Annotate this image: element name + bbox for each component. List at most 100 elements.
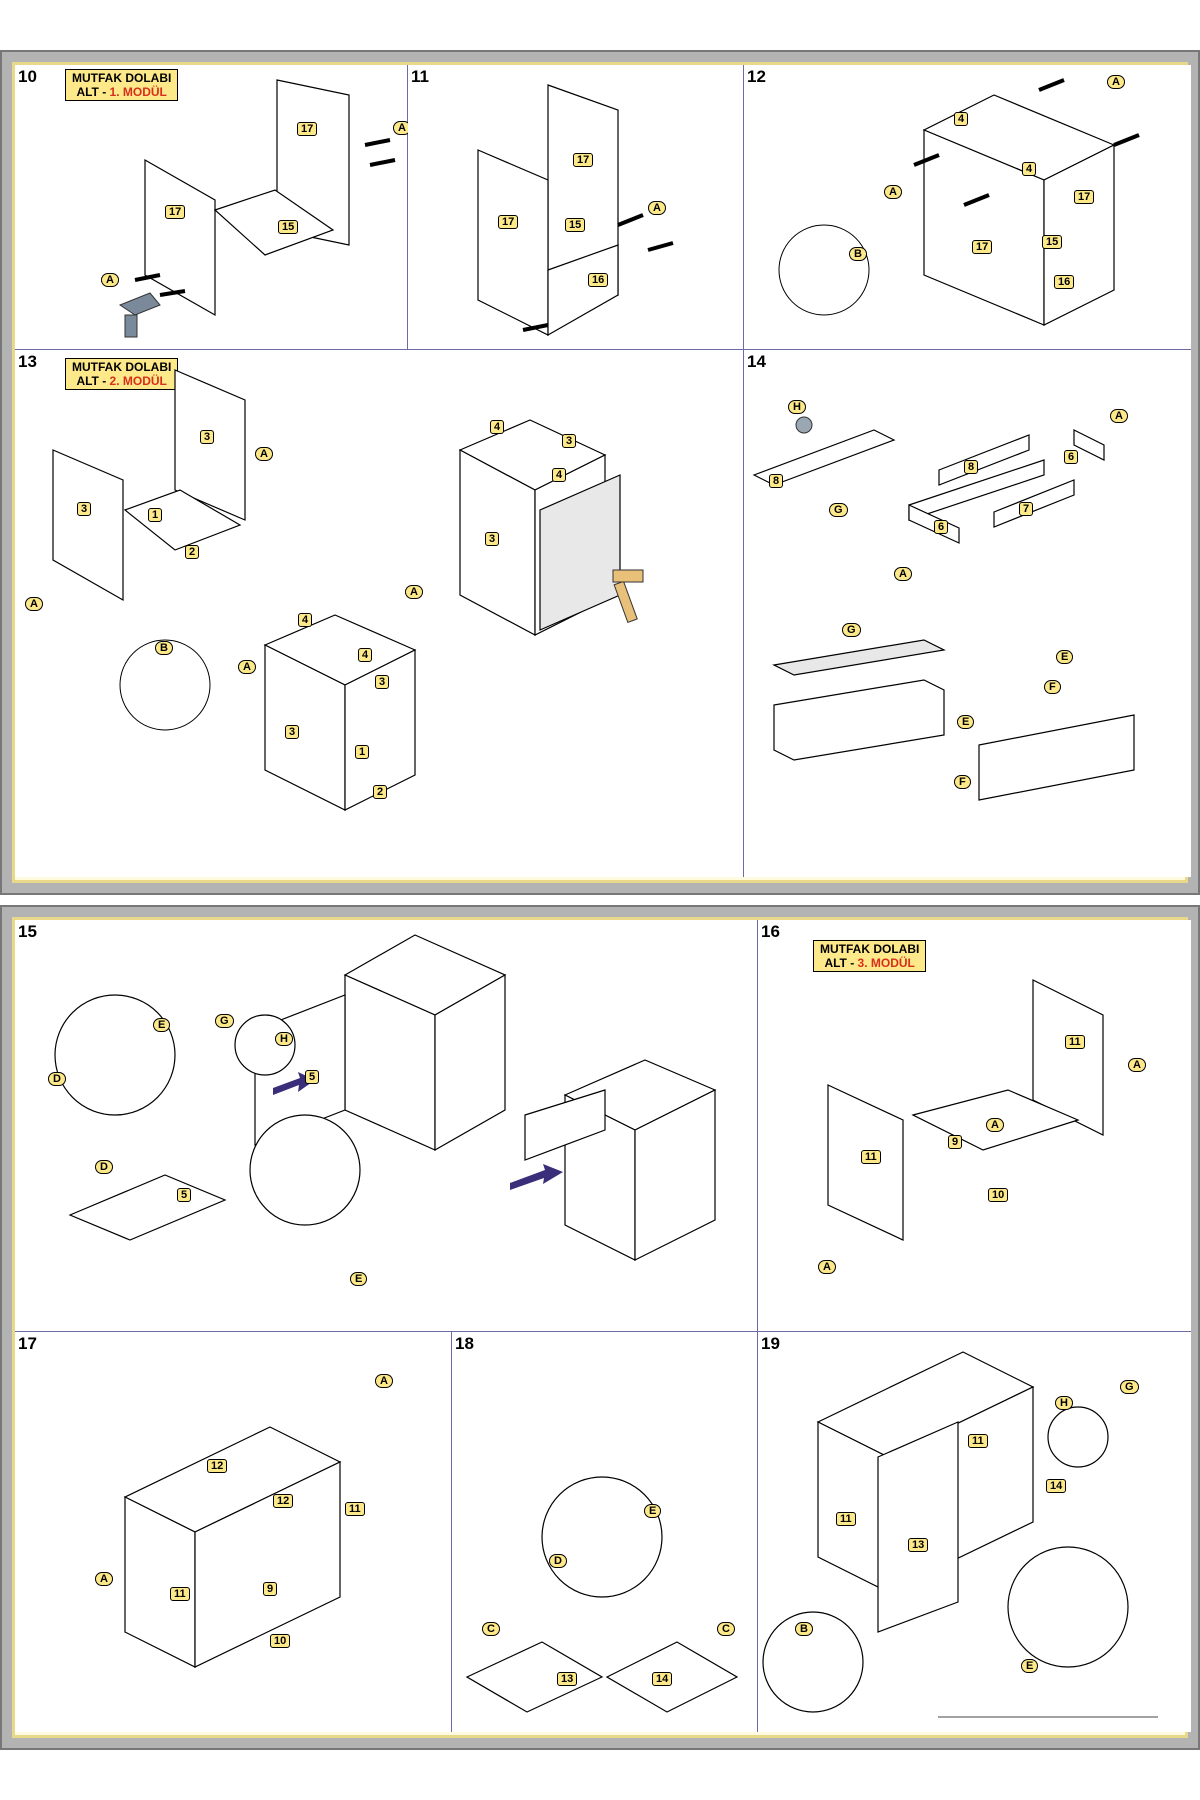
- step-16-panel: 16 MUTFAK DOLABI ALT - 3. MODÜL 11 11 9 …: [758, 920, 1191, 1332]
- part-label: 3: [485, 532, 500, 546]
- hardware-label: A: [1107, 75, 1125, 89]
- step-17-panel: 17 12 12 11 11 9 10 A A: [15, 1332, 452, 1732]
- hardware-label: A: [25, 597, 43, 611]
- step-17-drawing: [123, 1426, 342, 1668]
- sheet-frame: 10 MUTFAK DOLABI ALT - 1. MODÜL 17 17 15…: [12, 62, 1191, 883]
- part-label: 17: [165, 205, 186, 219]
- part-label: 6: [1064, 450, 1079, 464]
- part-label: 10: [988, 1188, 1009, 1202]
- hardware-label: E: [350, 1272, 368, 1286]
- part-label: 15: [565, 218, 586, 232]
- hardware-label: H: [1055, 1396, 1073, 1410]
- hardware-label: A: [986, 1118, 1004, 1132]
- hardware-label: G: [1120, 1380, 1139, 1394]
- instruction-sheet-bottom: 15 E D D: [0, 905, 1200, 1750]
- hardware-label: F: [954, 775, 971, 789]
- part-label: 3: [375, 675, 390, 689]
- step-10-drawing: [118, 79, 396, 338]
- module-title-line1: MUTFAK DOLABI: [72, 360, 172, 374]
- hardware-label: A: [238, 660, 256, 674]
- part-label: 9: [263, 1582, 278, 1596]
- hardware-label: E: [1056, 650, 1074, 664]
- step-number: 14: [747, 352, 766, 371]
- step-10-panel: 10 MUTFAK DOLABI ALT - 1. MODÜL 17 17 15…: [15, 65, 411, 350]
- hardware-label: H: [275, 1032, 293, 1046]
- step-18-drawing: [465, 1476, 739, 1713]
- part-label: 16: [588, 273, 609, 287]
- hardware-label: A: [101, 273, 119, 287]
- hardware-label: B: [849, 247, 867, 261]
- hardware-label: A: [818, 1260, 836, 1274]
- part-label: 8: [769, 474, 784, 488]
- part-label: 14: [652, 1672, 673, 1686]
- hardware-label: C: [717, 1622, 735, 1636]
- step-14-panel: 14 H 8 G 8 6 6 7: [744, 350, 1191, 877]
- hardware-label: E: [644, 1504, 662, 1518]
- step-number: 13: [18, 352, 37, 371]
- instruction-sheet-top: 10 MUTFAK DOLABI ALT - 1. MODÜL 17 17 15…: [0, 50, 1200, 895]
- part-label: 10: [270, 1634, 291, 1648]
- part-label: 15: [1042, 235, 1063, 249]
- step-number: 10: [18, 67, 37, 86]
- hardware-label: A: [1128, 1058, 1146, 1072]
- part-label: 5: [305, 1070, 320, 1084]
- hardware-label: B: [155, 641, 173, 655]
- step-number: 16: [761, 922, 780, 941]
- hardware-label: E: [1021, 1659, 1039, 1673]
- part-label: 14: [1046, 1479, 1067, 1493]
- hardware-label: G: [215, 1014, 234, 1028]
- hardware-label: H: [788, 400, 806, 414]
- step-19-panel: 19 11 11 13 14 G H B E: [758, 1332, 1191, 1732]
- hardware-label: G: [842, 623, 861, 637]
- part-label: 4: [552, 468, 567, 482]
- hardware-label: B: [795, 1622, 813, 1636]
- part-label: 17: [1074, 190, 1095, 204]
- part-label: 11: [968, 1434, 988, 1448]
- part-label: 3: [200, 430, 215, 444]
- module-title: MUTFAK DOLABI ALT - 1. MODÜL: [65, 69, 179, 101]
- part-label: 3: [285, 725, 300, 739]
- step-12-panel: 12 4 4 17 17 15 16 A A B: [744, 65, 1191, 350]
- part-label: 8: [964, 460, 979, 474]
- part-label: 13: [557, 1672, 578, 1686]
- part-label: 9: [948, 1135, 963, 1149]
- hardware-label: F: [1044, 680, 1061, 694]
- step-11-panel: 11 17 17 15 16 A: [408, 65, 744, 350]
- hardware-label: A: [95, 1572, 113, 1586]
- step-number: 17: [18, 1334, 37, 1353]
- part-label: 11: [345, 1502, 365, 1516]
- step-18-panel: 18 E D C C 13 14: [452, 1332, 758, 1732]
- part-label: 13: [908, 1538, 929, 1552]
- part-label: 11: [861, 1150, 881, 1164]
- part-label: 12: [273, 1494, 294, 1508]
- part-label: 7: [1019, 502, 1034, 516]
- hardware-label: A: [375, 1374, 393, 1388]
- sheet-frame: 15 E D D: [12, 917, 1191, 1738]
- part-label: 3: [562, 434, 577, 448]
- part-label: 1: [148, 508, 163, 522]
- module-title: MUTFAK DOLABI ALT - 3. MODÜL: [813, 940, 927, 972]
- hardware-label: A: [894, 567, 912, 581]
- part-label: 4: [358, 648, 373, 662]
- part-label: 11: [170, 1587, 190, 1601]
- part-label: 17: [297, 122, 318, 136]
- step-15-panel: 15 E D D: [15, 920, 758, 1332]
- module-title-line2: ALT - 1. MODÜL: [76, 85, 167, 99]
- part-label: 5: [177, 1188, 192, 1202]
- part-label: 16: [1054, 275, 1075, 289]
- step-number: 11: [411, 67, 429, 86]
- part-label: 1: [355, 745, 370, 759]
- hardware-label: D: [549, 1554, 567, 1568]
- step-15-drawing: [54, 934, 717, 1261]
- hardware-label: E: [957, 715, 975, 729]
- module-title-line1: MUTFAK DOLABI: [72, 71, 172, 85]
- hardware-label: E: [153, 1018, 171, 1032]
- step-number: 19: [761, 1334, 780, 1353]
- module-title-line2: ALT - 3. MODÜL: [824, 956, 915, 970]
- step-12-drawing: [778, 78, 1140, 326]
- hardware-label: A: [648, 201, 666, 215]
- step-14-drawing: [752, 416, 1135, 801]
- step-11-drawing: [477, 84, 674, 337]
- part-label: 11: [836, 1512, 856, 1526]
- step-number: 12: [747, 67, 766, 86]
